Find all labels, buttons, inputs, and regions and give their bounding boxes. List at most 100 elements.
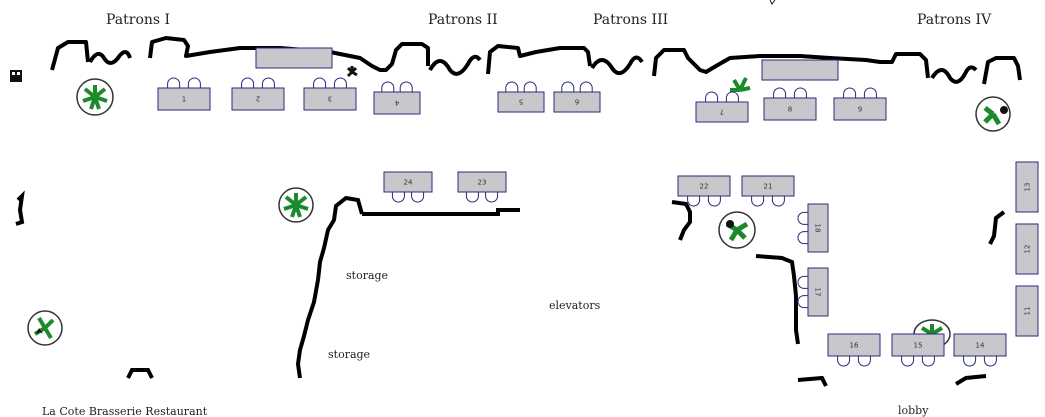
table-top xyxy=(553,91,601,113)
table-number: 18 xyxy=(814,224,822,233)
chair-icon xyxy=(963,356,977,367)
table-14: 14 xyxy=(953,333,1007,367)
table-5: 5 xyxy=(497,81,545,113)
table-number: 14 xyxy=(976,342,985,350)
table-number: 2 xyxy=(256,95,260,103)
table-number: 24 xyxy=(404,179,413,187)
table-top xyxy=(497,91,545,113)
table-4: 4 xyxy=(373,81,421,115)
section-label-patrons-3: Patrons III xyxy=(593,12,668,28)
table-top xyxy=(157,87,211,111)
bottom-wall-right xyxy=(954,374,987,386)
table-13: 13 xyxy=(1015,161,1039,213)
table-number: 5 xyxy=(519,98,523,106)
table-number: 1 xyxy=(182,96,186,104)
table-top xyxy=(807,203,829,253)
chair-icon xyxy=(797,295,808,309)
chair-icon xyxy=(797,275,808,289)
table-top xyxy=(953,333,1007,357)
restaurant-label: La Cote Brasserie Restaurant xyxy=(42,405,208,417)
table-7: 7 xyxy=(695,91,749,123)
table-number: 7 xyxy=(720,108,724,116)
plant-icon xyxy=(278,187,314,223)
table-top xyxy=(827,333,881,357)
table-top xyxy=(231,87,285,111)
top-wall xyxy=(50,36,1022,85)
storage-label-upper: storage xyxy=(346,269,388,282)
table-top xyxy=(1015,285,1039,337)
table-number: 21 xyxy=(764,183,773,191)
chair-icon xyxy=(797,211,808,225)
table-18: 18 xyxy=(797,203,829,253)
table-top xyxy=(763,97,817,121)
table-17: 17 xyxy=(797,267,829,317)
chair-icon xyxy=(797,231,808,245)
chair-icon xyxy=(707,196,721,207)
plant-icon xyxy=(346,66,358,78)
table-3: 3 xyxy=(303,77,357,111)
section-label-patrons-4: Patrons IV xyxy=(917,12,992,28)
table-number: 16 xyxy=(850,342,859,350)
chair-icon xyxy=(465,192,479,203)
chair-icon xyxy=(983,356,997,367)
table-number: 3 xyxy=(328,95,332,103)
table-top xyxy=(695,101,749,123)
chair-icon xyxy=(843,87,857,98)
table-top xyxy=(891,333,945,357)
chair-icon xyxy=(187,77,201,88)
table-top xyxy=(677,175,731,197)
table-1: 1 xyxy=(157,77,211,111)
table-number: 9 xyxy=(858,106,862,114)
table-number: 15 xyxy=(914,342,923,350)
chair-icon xyxy=(411,192,425,203)
lobby-label: lobby xyxy=(898,404,929,417)
table-number: 12 xyxy=(1024,245,1032,254)
plant-icon xyxy=(730,77,751,92)
chair-icon xyxy=(561,81,575,92)
table-top xyxy=(741,175,795,197)
table-16: 16 xyxy=(827,333,881,367)
table-9: 9 xyxy=(833,87,887,121)
chair-icon xyxy=(505,81,519,92)
table-24: 24 xyxy=(383,171,433,203)
table-top xyxy=(807,267,829,317)
table-12: 12 xyxy=(1015,223,1039,275)
chair-icon xyxy=(793,87,807,98)
table-top xyxy=(373,91,421,115)
chair-icon xyxy=(391,192,405,203)
plant-icon xyxy=(27,310,63,346)
table-6: 6 xyxy=(553,81,601,113)
table-15: 15 xyxy=(891,333,945,367)
chair-icon xyxy=(485,192,499,203)
table-21: 21 xyxy=(741,175,795,207)
chair-icon xyxy=(751,196,765,207)
table-number: 23 xyxy=(478,179,487,187)
right-partition-wall xyxy=(671,200,800,345)
text-fragment xyxy=(769,0,776,5)
chair-icon xyxy=(705,91,719,102)
table-number: 4 xyxy=(394,99,399,107)
top-counter-2 xyxy=(761,59,839,81)
chair-icon xyxy=(863,87,877,98)
left-wall xyxy=(15,190,25,226)
table-top xyxy=(833,97,887,121)
chair-icon xyxy=(579,81,593,92)
plant-icon xyxy=(718,211,756,249)
chair-icon xyxy=(523,81,537,92)
chair-icon xyxy=(313,77,327,88)
chair-icon xyxy=(901,356,915,367)
chair-icon xyxy=(921,356,935,367)
table-2: 2 xyxy=(231,77,285,111)
chair-icon xyxy=(399,81,413,92)
table-8: 8 xyxy=(763,87,817,121)
bottom-wall-mid xyxy=(797,375,828,387)
table-number: 6 xyxy=(574,98,579,106)
section-label-patrons-1: Patrons I xyxy=(106,12,170,28)
table-22: 22 xyxy=(677,175,731,207)
table-number: 22 xyxy=(700,183,709,191)
exit-sign-icon xyxy=(10,70,22,82)
table-top xyxy=(1015,223,1039,275)
table-top xyxy=(303,87,357,111)
